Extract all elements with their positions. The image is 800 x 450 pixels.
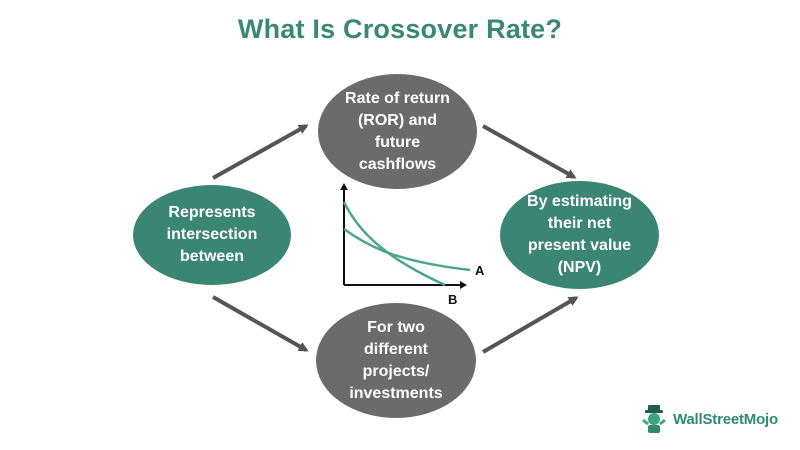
node-line: different: [364, 340, 428, 358]
brand-logo: WallStreetMojo: [640, 404, 778, 434]
node-rate-of-return: Rate of return (ROR) and future cashflow…: [318, 74, 477, 189]
chart-y-axis-arrow: [340, 183, 348, 190]
arrow-left-to-top: [212, 124, 309, 180]
curve-a-label: A: [475, 263, 485, 278]
brand-name: WallStreetMojo: [673, 410, 778, 428]
node-line: investments: [349, 384, 443, 402]
node-line: their net: [547, 215, 612, 232]
arrow-top-to-right: [482, 124, 577, 179]
curve-b-label: B: [448, 292, 457, 307]
node-line: (ROR) and: [357, 111, 438, 129]
node-line: future: [374, 133, 421, 151]
curve-b: [342, 201, 446, 287]
node-represents-intersection: Represents intersection between: [133, 185, 291, 285]
node-line: Rate of return: [345, 89, 450, 107]
node-line: between: [179, 248, 244, 265]
node-line: intersection: [166, 226, 258, 243]
node-line: projects/: [362, 362, 430, 380]
arrow-left-to-bottom: [212, 295, 309, 352]
chart-x-axis-arrow: [460, 281, 467, 289]
node-line: present value: [527, 237, 632, 254]
node-two-projects: For two different projects/ investments: [316, 303, 476, 418]
node-estimating-npv: By estimating their net present value (N…: [500, 181, 659, 289]
crossover-mini-chart: A B: [340, 183, 485, 307]
curve-a: [343, 227, 471, 272]
mojo-mascot-icon: [642, 405, 666, 433]
page-title: What Is Crossover Rate?: [237, 14, 563, 44]
node-line: Represents: [168, 204, 256, 221]
node-line: By estimating: [527, 193, 632, 210]
node-line: (NPV): [557, 259, 602, 276]
node-line: cashflows: [358, 155, 437, 173]
arrow-bottom-to-right: [481, 296, 579, 354]
node-line: For two: [367, 318, 425, 336]
